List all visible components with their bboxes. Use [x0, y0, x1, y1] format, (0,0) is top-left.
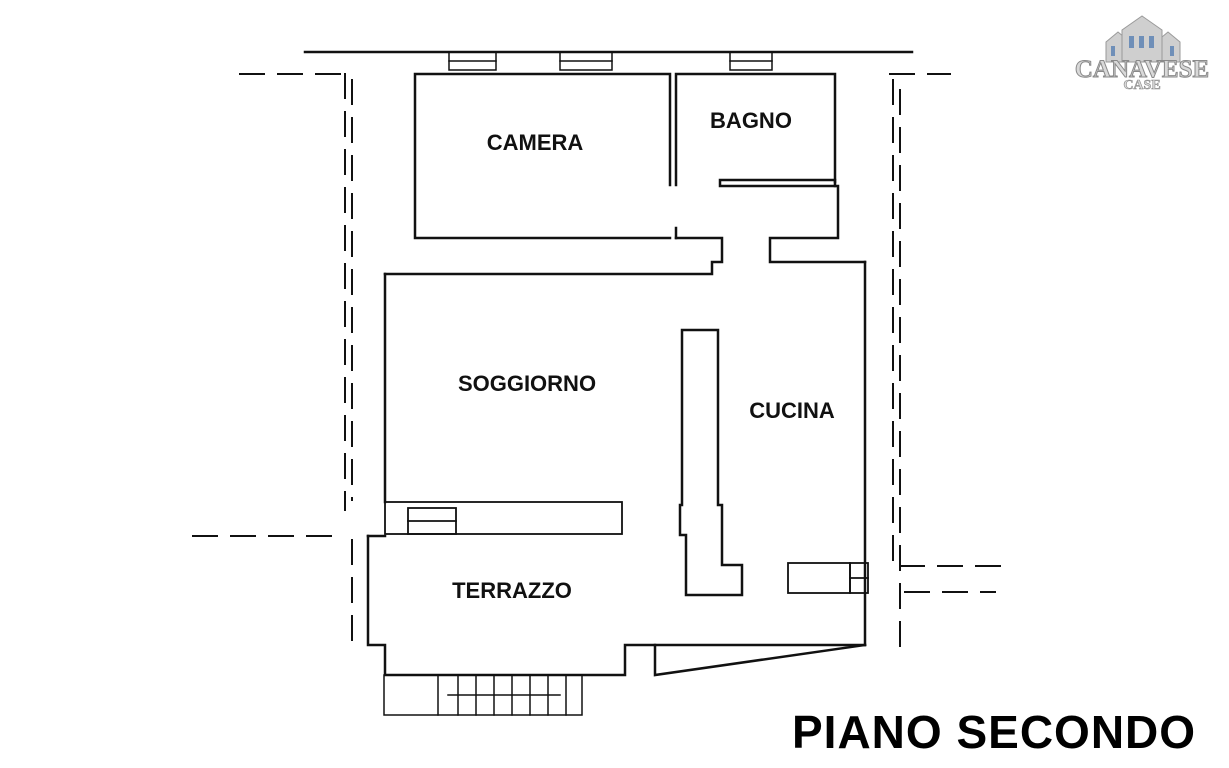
brand-logo: CANAVESE CASE	[1066, 14, 1218, 104]
camera-south-wall	[383, 236, 724, 276]
bagno-south-wall	[768, 184, 867, 264]
logo-brand-text: CANAVESE	[1074, 56, 1210, 84]
room-label-cucina: CUCINA	[749, 398, 835, 423]
kitchen-appliance	[787, 562, 869, 594]
room-label-terrazzo: TERRAZZO	[452, 578, 572, 603]
bagno-walls	[674, 72, 837, 187]
soggiorno-terrace-window	[384, 501, 623, 535]
stairs	[383, 674, 583, 716]
houses-icon	[1105, 15, 1181, 63]
terrazzo-walls	[366, 534, 867, 677]
boundary-lines	[192, 73, 1001, 651]
camera-walls	[413, 72, 672, 240]
room-label-soggiorno: SOGGIORNO	[458, 371, 596, 396]
bagno-partition	[718, 178, 837, 188]
room-label-bagno: BAGNO	[710, 108, 792, 133]
floor-title: PIANO SECONDO	[792, 706, 1197, 758]
room-label-camera: CAMERA	[487, 130, 584, 155]
top-windows	[448, 51, 773, 71]
logo-sub-text: CASE	[1123, 78, 1161, 94]
kitchen-counter	[678, 328, 744, 597]
